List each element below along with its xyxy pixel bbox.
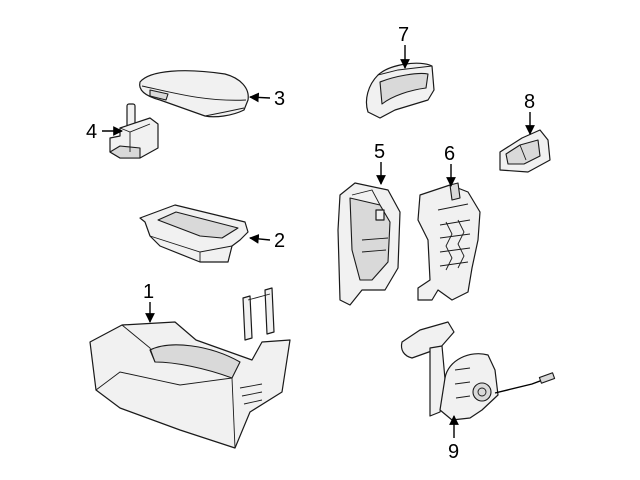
callout-9: 9: [448, 415, 459, 463]
svg-text:2: 2: [274, 230, 285, 252]
part-storage-tray[interactable]: [139, 204, 249, 263]
callout-5: 5: [374, 141, 386, 185]
svg-text:3: 3: [274, 88, 285, 110]
part-shifter-bezel[interactable]: [337, 182, 401, 306]
svg-text:4: 4: [86, 121, 97, 143]
svg-text:8: 8: [524, 91, 535, 113]
callout-8: 8: [524, 91, 535, 135]
callout-6: 6: [444, 143, 456, 187]
svg-text:1: 1: [143, 281, 154, 303]
part-shifter-assembly[interactable]: [400, 321, 556, 421]
svg-text:5: 5: [374, 141, 385, 163]
part-cover[interactable]: [365, 62, 435, 119]
callout-7: 7: [398, 24, 410, 69]
part-console-body[interactable]: [89, 287, 291, 449]
svg-text:7: 7: [398, 24, 409, 46]
part-clip[interactable]: [499, 129, 551, 173]
callout-2: 2: [249, 230, 285, 252]
callout-3: 3: [249, 88, 285, 110]
part-armrest-lid[interactable]: [139, 70, 249, 118]
svg-text:9: 9: [448, 441, 459, 463]
callout-1: 1: [143, 281, 155, 323]
svg-text:6: 6: [444, 143, 455, 165]
callout-4: 4: [86, 121, 123, 143]
part-shifter-bracket[interactable]: [417, 182, 481, 301]
